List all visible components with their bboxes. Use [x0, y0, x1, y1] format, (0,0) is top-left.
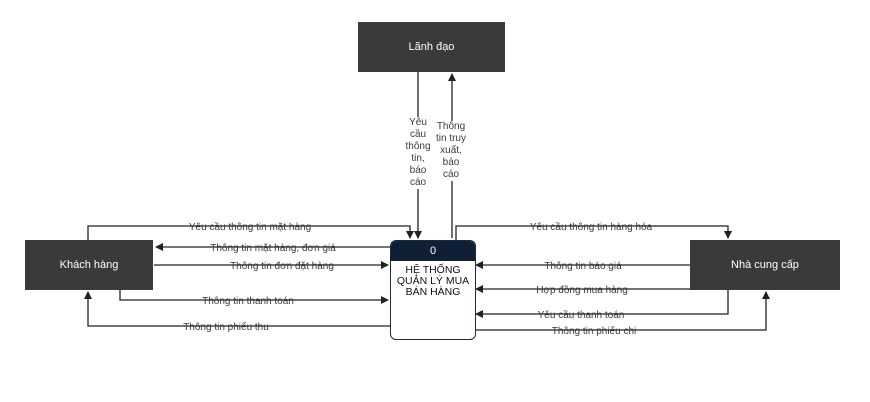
flow-line-customer-4 [119, 290, 389, 304]
flow-label-supplier-4: Yêu cầu thanh toán [538, 309, 625, 321]
flow-label-customer-2: Thông tin mặt hàng, đơn giá [210, 243, 336, 254]
process-system: 0 Hệ thống quản lý mua bán hàng [390, 240, 476, 340]
flow-label-leader-request: Yêu cầu thông tin, báo cáo [402, 117, 434, 189]
process-number: 0 [391, 241, 475, 261]
flow-line-supplier-1 [455, 225, 732, 240]
entity-leader: Lãnh đạo [358, 22, 505, 72]
flow-line-customer-1 [87, 225, 414, 240]
entity-supplier-label: Nhà cung cấp [731, 259, 799, 271]
entity-leader-label: Lãnh đạo [408, 41, 455, 53]
flow-label-customer-1: Yêu cầu thông tin mặt hàng [189, 221, 311, 233]
flow-label-supplier-2: Thông tin báo giá [544, 261, 622, 272]
flow-label-supplier-5: Thông tin phiếu chi [552, 325, 637, 337]
flow-line-supplier-4 [475, 290, 729, 318]
process-name: Hệ thống quản lý mua bán hàng [396, 264, 470, 298]
flow-label-leader-response: Thông tin truy xuất, báo cáo [434, 121, 468, 181]
flow-label-customer-5: Thông tin phiếu thu [183, 321, 269, 333]
flow-label-supplier-3: Hợp đồng mua hàng [536, 284, 628, 296]
flow-line-supplier-5 [474, 291, 770, 331]
flow-label-supplier-1: Yêu cầu thông tin hàng hóa [530, 221, 653, 233]
flow-label-customer-3: Thông tin đơn đặt hàng [230, 261, 334, 272]
entity-customer: Khách hàng [25, 240, 153, 290]
entity-supplier: Nhà cung cấp [690, 240, 840, 290]
entity-customer-label: Khách hàng [59, 259, 119, 271]
flow-line-customer-5 [84, 291, 390, 327]
flow-label-customer-4: Thông tin thanh toán [202, 296, 294, 307]
